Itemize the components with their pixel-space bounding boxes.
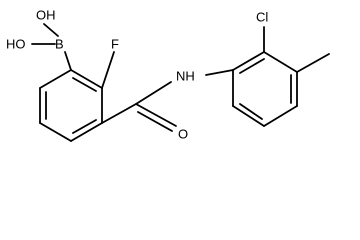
bond-ring-carbonyl (101, 103, 137, 124)
molecule-diagram: OH HO B F NH O Cl (6, 8, 330, 142)
label-fluorine: F (111, 37, 119, 52)
bond-c-o-2 (137, 111, 173, 132)
bond-c-n (135, 81, 172, 105)
bond-b-ring (64, 51, 72, 71)
bond-ring-methyl (296, 53, 330, 73)
structure-drawing: OH HO B F NH O Cl (6, 8, 330, 142)
ring2-bond-5 (232, 105, 265, 127)
bond-n-ring (205, 69, 234, 76)
ring2-bond-1 (232, 51, 265, 71)
bond-o-b-top (43, 23, 59, 37)
ring2-bond-4 (263, 105, 298, 127)
label-chlorine: Cl (256, 10, 268, 25)
bond-c-o-1 (135, 103, 177, 127)
ring2-double-3 (239, 103, 263, 120)
label-amide-nh: NH (176, 69, 195, 84)
ring1-double-1 (72, 77, 97, 92)
atom-labels: OH HO B F NH O Cl (6, 8, 268, 142)
ring1-bond-1 (70, 69, 103, 89)
ring2-double-1 (239, 58, 265, 74)
ring1-double-2 (72, 119, 97, 134)
bonds (31, 23, 330, 142)
ring2-bond-2 (263, 51, 298, 73)
ring1-bond-6 (39, 69, 72, 89)
label-amide-o: O (178, 127, 188, 142)
label-ho-left: HO (6, 37, 26, 52)
ring1-bond-3 (70, 122, 103, 142)
label-boron: B (55, 37, 64, 52)
bond-ring-f (101, 51, 115, 89)
label-oh-top: OH (36, 8, 56, 23)
ring1-bond-4 (39, 122, 72, 142)
